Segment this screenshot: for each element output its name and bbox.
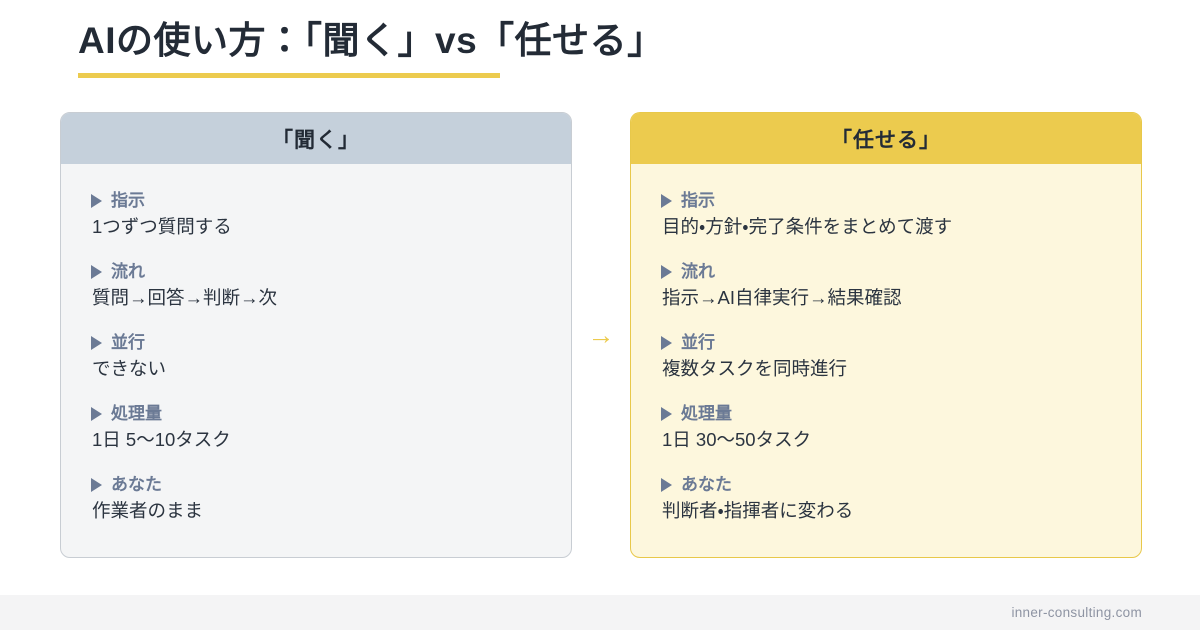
row-label-text: 流れ	[681, 261, 715, 281]
list-item: 指示 1つずつ質問する	[91, 190, 541, 241]
row-value: 1日 5〜10タスク	[92, 428, 231, 450]
triangle-bullet-icon	[661, 264, 672, 279]
list-item: あなた 判断者・指揮者に変わる	[661, 474, 1111, 525]
list-item: 流れ 指示→AI自律実行→結果確認	[661, 261, 1111, 312]
row-value: 目的・方針・完了条件をまとめて渡す	[662, 216, 953, 238]
row-value: 判断者・指揮者に変わる	[662, 499, 854, 521]
row-value: 1つずつ質問する	[92, 216, 232, 238]
triangle-bullet-icon	[91, 477, 102, 492]
card-makaseru: 「任せる」 指示 目的・方針・完了条件をまとめて渡す 流れ 指示→AI自律実行→…	[630, 112, 1142, 558]
row-label-text: 指示	[111, 191, 145, 210]
row-label-text: あなた	[681, 474, 732, 494]
list-item: 処理量 1日 30〜50タスク	[661, 403, 1111, 454]
row-value: できない	[92, 357, 167, 379]
triangle-bullet-icon	[91, 335, 102, 350]
row-value: 質問→回答→判断→次	[92, 287, 278, 308]
row-value: 複数タスクを同時進行	[662, 357, 848, 379]
row-label: 並行	[91, 332, 541, 354]
row-value: 作業者のまま	[92, 499, 204, 521]
triangle-bullet-icon	[661, 194, 672, 209]
row-label-text: 処理量	[111, 403, 162, 423]
triangle-bullet-icon	[661, 335, 672, 350]
comparison-cards: 「聞く」 指示 1つずつ質問する 流れ 質問→回答→判断→次	[60, 112, 1142, 558]
row-label: 指示	[91, 190, 541, 212]
row-label-text: 並行	[111, 332, 145, 352]
card-makaseru-header: 「任せる」	[631, 113, 1141, 164]
card-kiku-header: 「聞く」	[61, 113, 571, 164]
row-label: 処理量	[91, 403, 541, 425]
row-label-text: 流れ	[111, 261, 145, 281]
row-label: 流れ	[661, 261, 1111, 283]
row-label: あなた	[91, 474, 541, 496]
list-item: 流れ 質問→回答→判断→次	[91, 261, 541, 312]
footer-bar: inner-consulting.com	[0, 595, 1200, 630]
row-value: 1日 30〜50タスク	[662, 428, 812, 450]
triangle-bullet-icon	[661, 406, 672, 421]
card-kiku: 「聞く」 指示 1つずつ質問する 流れ 質問→回答→判断→次	[60, 112, 572, 558]
list-item: あなた 作業者のまま	[91, 474, 541, 525]
row-label: あなた	[661, 474, 1111, 496]
row-label-text: 並行	[681, 332, 715, 352]
triangle-bullet-icon	[661, 477, 672, 492]
arrow-right-icon: →	[587, 319, 615, 350]
triangle-bullet-icon	[91, 264, 102, 279]
row-label-text: 指示	[681, 191, 715, 210]
triangle-bullet-icon	[91, 406, 102, 421]
row-label: 流れ	[91, 261, 541, 283]
title-underline	[78, 73, 500, 79]
page-title: AIの使い方：「聞く」vs「任せる」	[78, 20, 665, 61]
footer-site-label: inner-consulting.com	[1011, 605, 1142, 620]
row-label-text: あなた	[111, 474, 162, 494]
row-label: 指示	[661, 190, 1111, 212]
title-block: AIの使い方：「聞く」vs「任せる」	[78, 18, 1138, 79]
list-item: 並行 複数タスクを同時進行	[661, 332, 1111, 383]
row-label: 並行	[661, 332, 1111, 354]
row-value: 指示→AI自律実行→結果確認	[662, 287, 902, 308]
triangle-bullet-icon	[91, 194, 102, 209]
row-label-text: 処理量	[681, 403, 732, 423]
card-makaseru-body: 指示 目的・方針・完了条件をまとめて渡す 流れ 指示→AI自律実行→結果確認 並…	[631, 164, 1141, 557]
list-item: 処理量 1日 5〜10タスク	[91, 403, 541, 454]
list-item: 指示 目的・方針・完了条件をまとめて渡す	[661, 190, 1111, 241]
list-item: 並行 できない	[91, 332, 541, 383]
card-kiku-body: 指示 1つずつ質問する 流れ 質問→回答→判断→次 並行	[61, 164, 571, 557]
row-label: 処理量	[661, 403, 1111, 425]
